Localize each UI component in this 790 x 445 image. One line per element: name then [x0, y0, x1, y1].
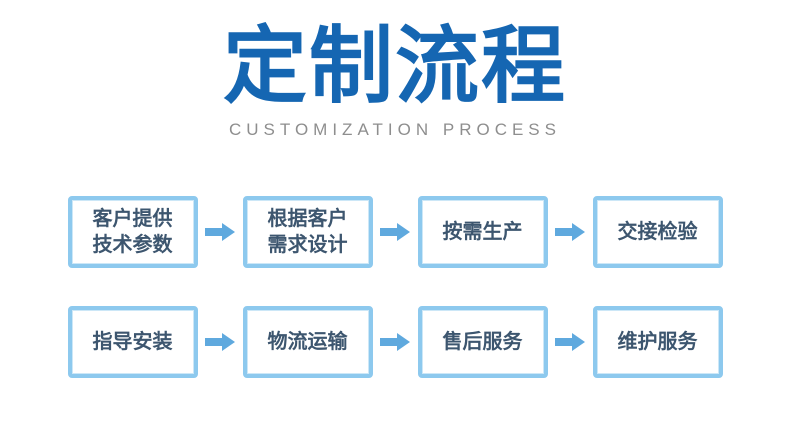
flow-row-bottom: 指导安装 物流运输 售后服务 维护服务 [0, 306, 790, 378]
step-box-after-sales-service: 售后服务 [417, 306, 548, 378]
arrow-right-icon [555, 333, 585, 351]
step-box-design-per-requirements: 根据客户 需求设计 [242, 196, 373, 268]
flow-row-top: 客户提供 技术参数 根据客户 需求设计 按需生产 交接检验 [0, 196, 790, 268]
page-subtitle: CUSTOMIZATION PROCESS [228, 120, 561, 139]
arrow-right-icon [555, 223, 585, 241]
step-box-maintenance-service: 维护服务 [592, 306, 723, 378]
arrow-right-icon [380, 333, 410, 351]
header: 定制流程 CUSTOMIZATION PROCESS [0, 0, 790, 140]
arrow-cell [373, 223, 418, 241]
step-box-handover-inspection: 交接检验 [592, 196, 723, 268]
step-box-customer-provides-specs: 客户提供 技术参数 [67, 196, 198, 268]
arrow-cell [548, 223, 593, 241]
arrow-cell [373, 333, 418, 351]
step-box-installation-guidance: 指导安装 [67, 306, 198, 378]
arrow-right-icon [205, 223, 235, 241]
step-box-logistics-transport: 物流运输 [242, 306, 373, 378]
arrow-right-icon [380, 223, 410, 241]
step-box-production-on-demand: 按需生产 [417, 196, 548, 268]
arrow-cell [548, 333, 593, 351]
process-flow-diagram: 客户提供 技术参数 根据客户 需求设计 按需生产 交接检验 指导安装 [0, 196, 790, 378]
page-title: 定制流程 [222, 19, 567, 113]
arrow-right-icon [205, 333, 235, 351]
arrow-cell [198, 333, 243, 351]
arrow-cell [198, 223, 243, 241]
